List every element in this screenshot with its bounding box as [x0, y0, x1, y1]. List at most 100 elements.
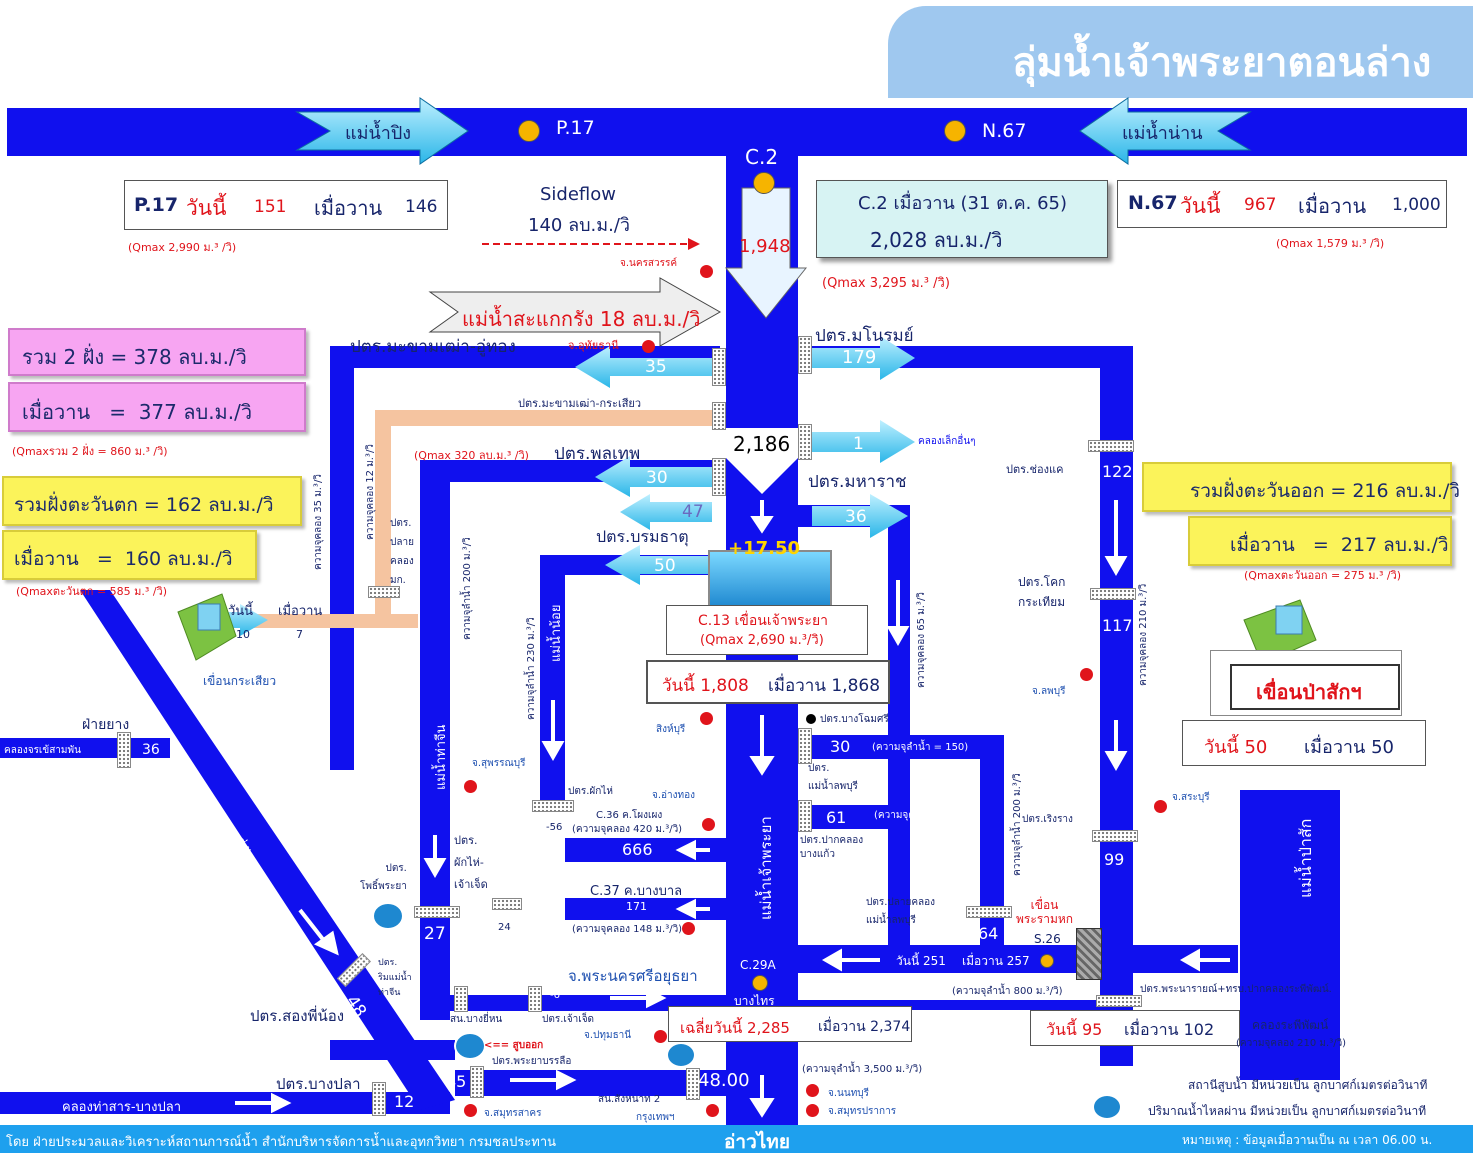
chong-khae-gate[interactable] [1088, 440, 1134, 452]
n67-today-value: 967 [1244, 195, 1277, 215]
manorom-gate[interactable] [798, 336, 812, 374]
n67-station-icon[interactable] [944, 120, 966, 142]
maharaj-flow: 36 [845, 507, 867, 527]
west-canal-vertical [330, 346, 354, 770]
pho-phraya-gate[interactable] [414, 906, 460, 918]
p17-today-label: วันนี้ [186, 196, 227, 220]
bang-pla-gate-label: ปตร.บางปลา [276, 1075, 361, 1093]
rama6-dam-label: เขื่อน พระรามหก [1016, 898, 1074, 926]
tha-san-label: คลองท่าสาร-บางปลา [62, 1100, 182, 1115]
reng-rang-gate[interactable] [1092, 830, 1138, 842]
rapiphat-box [1030, 1010, 1240, 1046]
pho-phraya-pump-icon[interactable] [372, 902, 404, 930]
pho-phraya-label: ปตร. โพธิ์พระยา [360, 863, 407, 892]
sam-sen-gate[interactable] [686, 1068, 700, 1100]
plai-khlong-gate[interactable] [966, 906, 1012, 918]
cap-3500: (ความจุลำน้ำ 3,500 ม.³/วิ) [802, 1064, 923, 1075]
pasak-dam-yesterday: เมื่อวาน 50 [1304, 737, 1394, 758]
average-yesterday: เมื่อวาน 2,374 [818, 1019, 911, 1035]
c2-flow-value: 1,948 [739, 236, 791, 257]
phra-narai-gate[interactable] [1096, 995, 1142, 1007]
samut-sakhon-dot [464, 1104, 477, 1117]
maharaj-vertical [888, 505, 910, 945]
phak-hai-chaochet-gate[interactable] [492, 898, 522, 910]
s26-today: วันนี้ 251 [896, 954, 946, 968]
dam-structure [708, 550, 832, 609]
pathum-pump-icon[interactable] [666, 1042, 696, 1068]
cap-100: (ความจุคลอง = 100) [874, 810, 970, 821]
phonlathep-arrow [595, 456, 712, 497]
phak-hai-label: ปตร.ผักไห่ [568, 786, 613, 797]
canal-171 [565, 898, 726, 920]
flow-30-east: 30 [830, 737, 851, 756]
legend-pump: สถานีสูบน้ำ มีหน่วยเป็น ลูกบาศก์เมตรต่อว… [1188, 1078, 1428, 1092]
small-east-arrow [812, 420, 915, 463]
krasiao-gate[interactable] [368, 586, 400, 598]
c37-capacity: (ความจุคลอง 148 ม.³/วิ) [572, 924, 683, 935]
ayutthaya-label: จ.พระนครศรีอยุธยา [568, 967, 698, 985]
phonlathep-gate[interactable] [712, 458, 726, 496]
ping-river-label: แม่น้ำปิง [345, 123, 412, 144]
ping-arrow [295, 97, 469, 165]
cap-230-west: ความจุลำน้ำ 230 ม.³/วิ [526, 617, 537, 720]
phraya-banlue-gate[interactable] [470, 1066, 484, 1098]
p17-today-value: 151 [254, 197, 287, 217]
flow-27: 27 [424, 924, 446, 944]
n67-today-label: วันนี้ [1180, 194, 1221, 218]
chao-phraya-river-label: แม่น้ำเจ้าพระยา [757, 816, 775, 920]
bang-khon-gate[interactable] [798, 728, 812, 764]
bang-sai-label: บางไทร [734, 994, 775, 1008]
suphanburi-label: จ.สุพรรณบุรี [472, 758, 526, 769]
small-east-gate[interactable] [798, 424, 812, 460]
krasiao-yesterday-value: 7 [296, 628, 303, 641]
rapiphat-today: วันนี้ 95 [1046, 1020, 1103, 1039]
flow-24: 24 [498, 922, 511, 933]
west-bank-yesterday: เมื่อวาน = 160 ลบ.ม./วิ [14, 548, 233, 570]
s26-station-icon[interactable] [1040, 954, 1054, 968]
small-east-flow: 1 [853, 434, 864, 454]
makham-uthong-gate[interactable] [712, 348, 726, 386]
bang-khon-label: ปตร.บางโฉมศรี [820, 714, 889, 725]
fai-yang-label: ฝ่ายยาง [82, 717, 130, 733]
east-bank-yesterday-box: เมื่อวาน = 217 ลบ.ม./วิ [1188, 516, 1452, 566]
c36-label: C.36 ค.โผงเผง [596, 810, 663, 821]
makham-west-arrow [575, 346, 712, 388]
header-banner [888, 6, 1473, 98]
nonthaburi-label: จ.นนทบุรี [828, 1088, 870, 1099]
chao-chet-gate[interactable] [528, 986, 542, 1012]
angthong-dot [702, 818, 715, 831]
makham-krasiao-gate[interactable] [712, 402, 726, 430]
saraburi-label: จ.สระบุรี [1172, 792, 1210, 803]
chorakhe-gate[interactable] [117, 732, 131, 768]
angthong-label: จ.อ่างทอง [652, 790, 696, 801]
bang-yi-hon-gate[interactable] [454, 986, 468, 1012]
pump-out-icon[interactable] [454, 1032, 486, 1060]
dam-yesterday: เมื่อวาน 1,868 [768, 676, 881, 696]
chao-chet-label: ปตร.เจ้าเจ็ด [542, 1014, 595, 1025]
maharaj-arrow [812, 494, 908, 538]
manorom-arrow [812, 336, 915, 380]
sakaekrang-arrow [428, 277, 722, 347]
canal-61 [798, 805, 888, 829]
nakhon-sawan-label: จ.นครสวรรค์ [620, 258, 678, 269]
west-qmax: (Qmaxตะวันตก = 585 ม.³ /วิ) [16, 585, 167, 598]
p17-box [124, 180, 448, 230]
n67-box-station: N.67 [1128, 192, 1178, 214]
pasak-dam-flow-box [1182, 720, 1426, 766]
p17-station-icon[interactable] [518, 120, 540, 142]
c29a-station-icon[interactable] [752, 975, 768, 991]
bang-pla-gate[interactable] [372, 1082, 386, 1116]
khok-krathiam-gate[interactable] [1090, 588, 1136, 600]
legend-flow-icon [1092, 1094, 1122, 1120]
rapiphat-canal [798, 1000, 1118, 1010]
rapiphat-capacity: (ความจุคลอง 210 ม.³/วิ) [1236, 1038, 1347, 1049]
c2-station-icon[interactable] [753, 172, 775, 194]
lopburi-dot [1080, 668, 1093, 681]
dam-name: C.13 เขื่อนเจ้าพระยา [698, 613, 829, 629]
makham-uthong-gate-label: ปตร.มะขามเฒ่า-อู่ทอง [350, 337, 516, 357]
lopburi-river-gate[interactable] [798, 800, 812, 832]
khok-flow: 117 [1102, 616, 1133, 635]
phak-hai-gate[interactable] [532, 800, 574, 812]
c37-flow: 171 [626, 900, 647, 913]
flow-12: 12 [394, 1092, 415, 1111]
